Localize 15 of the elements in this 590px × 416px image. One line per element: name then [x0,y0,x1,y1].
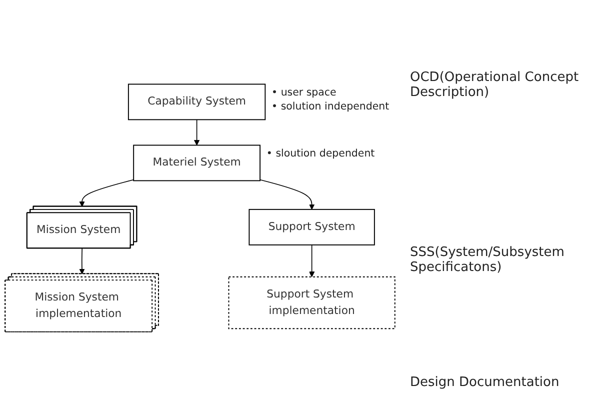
level-note: Design Documentation [410,375,560,390]
node-box: Support System [248,208,375,246]
arrow [309,244,315,278]
arrow [260,179,315,210]
bullet-note: • user space [272,88,336,99]
level-note: SSS(System/Subsystem Specificatons) [410,245,566,275]
arrow [79,179,134,207]
level-note: OCD(Operational Concept Description) [410,70,580,100]
node-box: Materiel System [133,144,261,182]
arrow [194,119,200,146]
arrow [79,248,85,274]
node-box: Capability System [128,84,266,120]
bullet-note: • solution independent [272,102,390,113]
bullet-note: • sloution dependent [266,148,375,160]
node-box: Support System implementation [228,276,396,330]
